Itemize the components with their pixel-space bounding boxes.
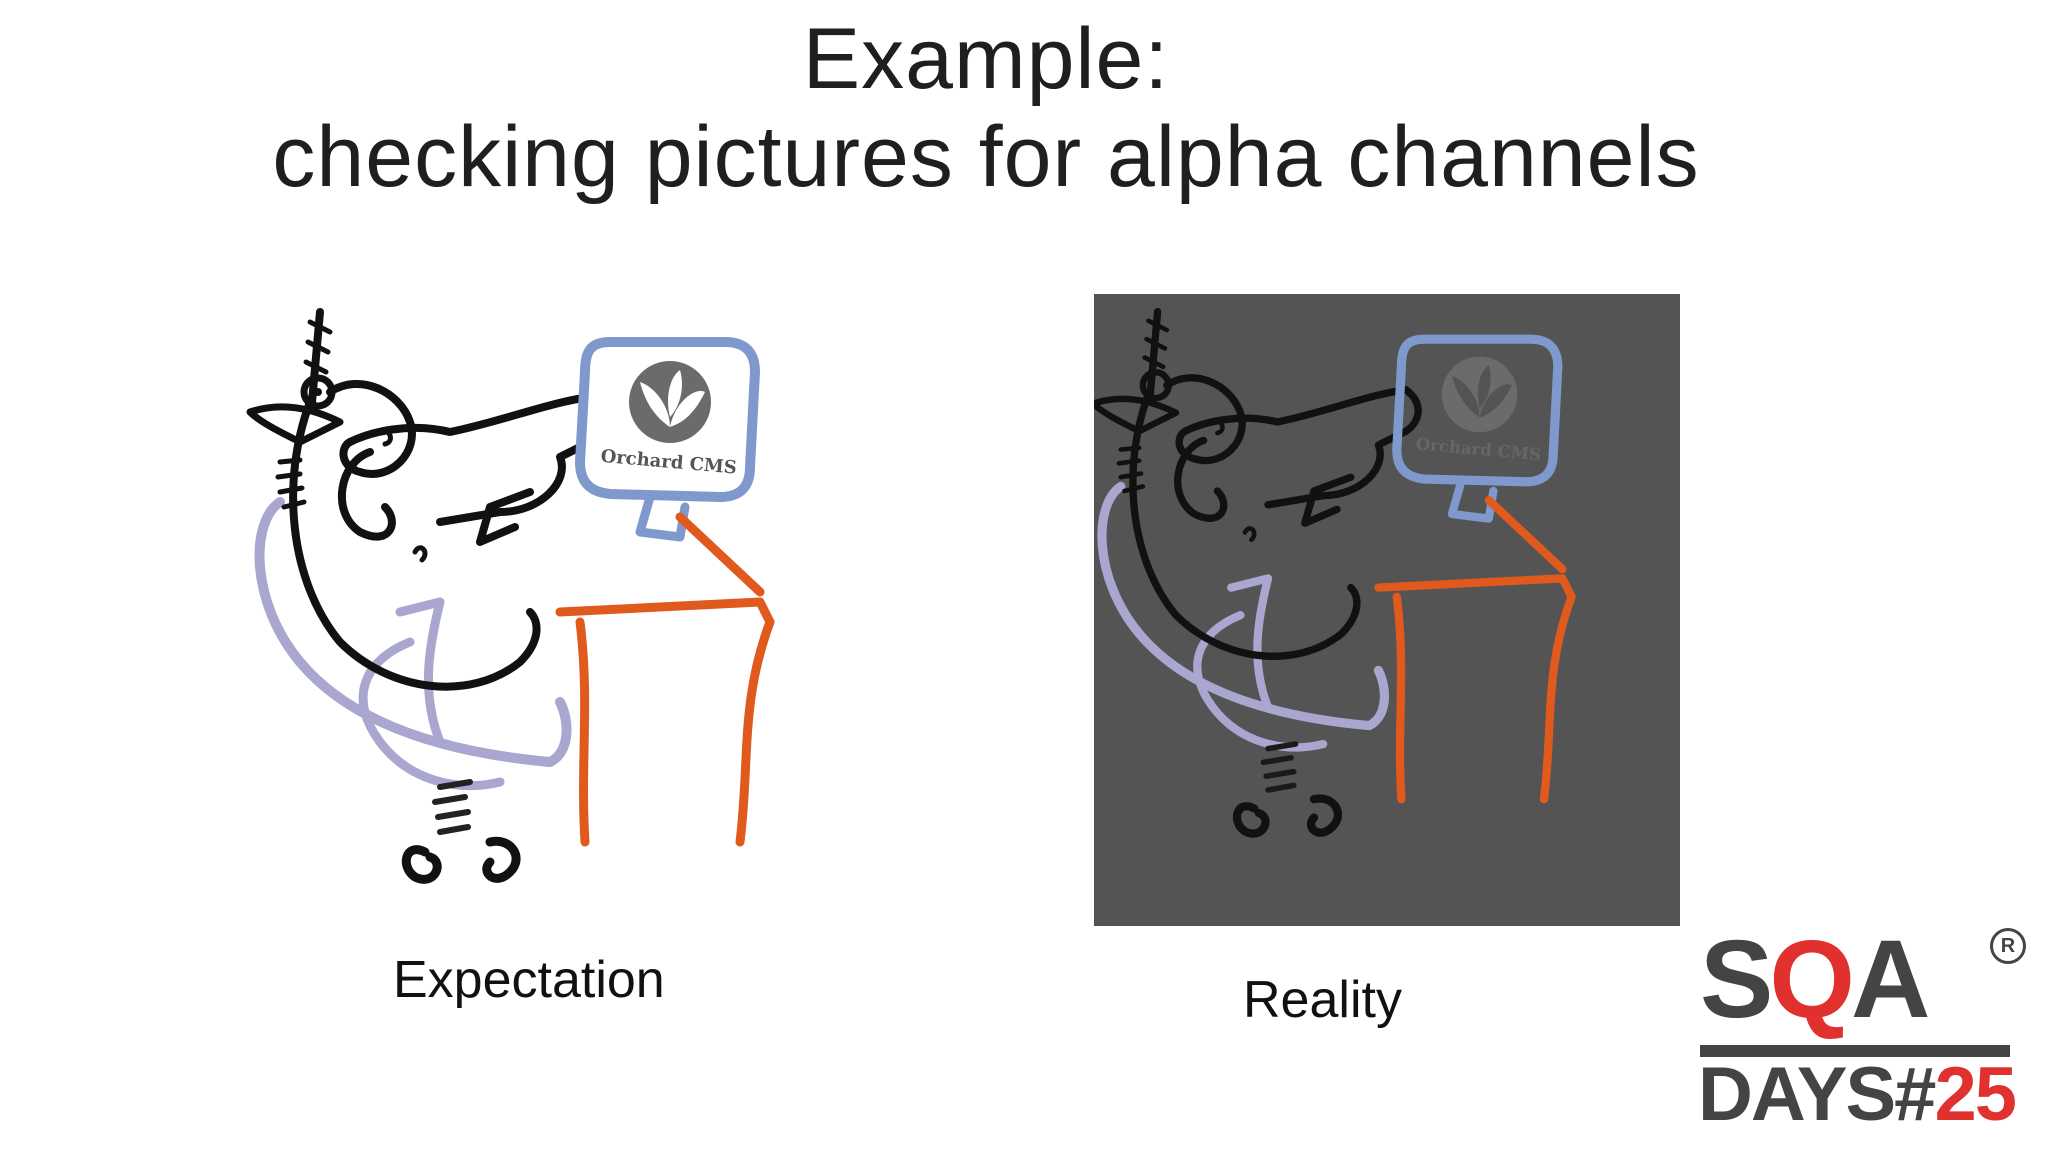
title-line-1: Example:	[802, 11, 1170, 107]
slide-title: Example: checking pictures for alpha cha…	[0, 10, 1972, 206]
title-line-2: checking pictures for alpha channels	[272, 109, 1700, 205]
unicorn-illustration-expectation: Orchard CMS	[246, 308, 775, 884]
logo-letter-a: A	[1850, 918, 1930, 1041]
logo-letter-q: Q	[1769, 918, 1855, 1041]
logo-days-text: DAYS#	[1698, 1052, 1936, 1137]
logo-edition-number: 25	[1934, 1052, 2017, 1137]
unicorn-illustration-reality: Orchard CMS	[1094, 294, 1680, 926]
logo-sqa-wordmark: SQA	[1700, 918, 1930, 1041]
logo-divider	[1700, 1045, 2010, 1057]
registered-mark-icon: R	[1990, 928, 2026, 964]
logo-days-number: DAYS#25	[1698, 1050, 2017, 1140]
sqa-days-logo: SQA R DAYS#25	[1690, 918, 2026, 1140]
caption-expectation: Expectation	[393, 951, 665, 1009]
logo-letter-s: S	[1700, 918, 1773, 1041]
caption-reality: Reality	[1243, 971, 1402, 1029]
